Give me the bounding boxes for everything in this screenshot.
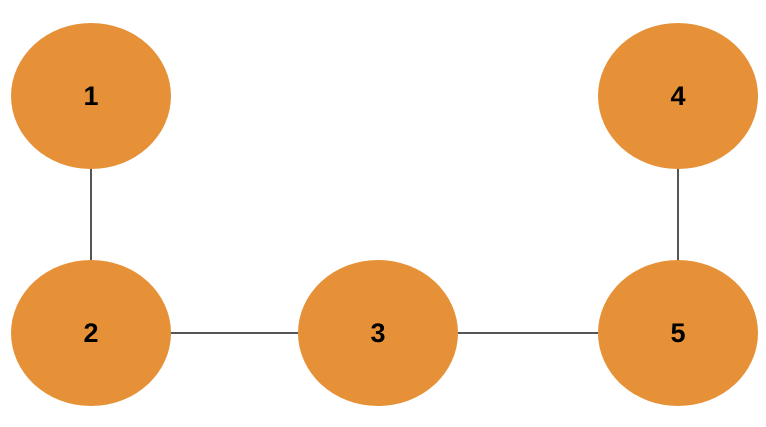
nodes-layer: 1 2 3 4 5 bbox=[11, 23, 758, 406]
node-5-circle bbox=[598, 260, 758, 406]
node-2-circle bbox=[11, 260, 171, 406]
node-5: 5 bbox=[598, 260, 758, 406]
node-3-circle bbox=[298, 260, 458, 406]
node-3-label: 3 bbox=[370, 318, 385, 348]
node-1-label: 1 bbox=[83, 81, 98, 111]
node-3: 3 bbox=[298, 260, 458, 406]
node-4-circle bbox=[598, 23, 758, 169]
node-2: 2 bbox=[11, 260, 171, 406]
node-1-circle bbox=[11, 23, 171, 169]
node-4: 4 bbox=[598, 23, 758, 169]
node-1: 1 bbox=[11, 23, 171, 169]
node-5-label: 5 bbox=[670, 318, 685, 348]
node-4-label: 4 bbox=[670, 81, 685, 111]
node-2-label: 2 bbox=[83, 318, 98, 348]
